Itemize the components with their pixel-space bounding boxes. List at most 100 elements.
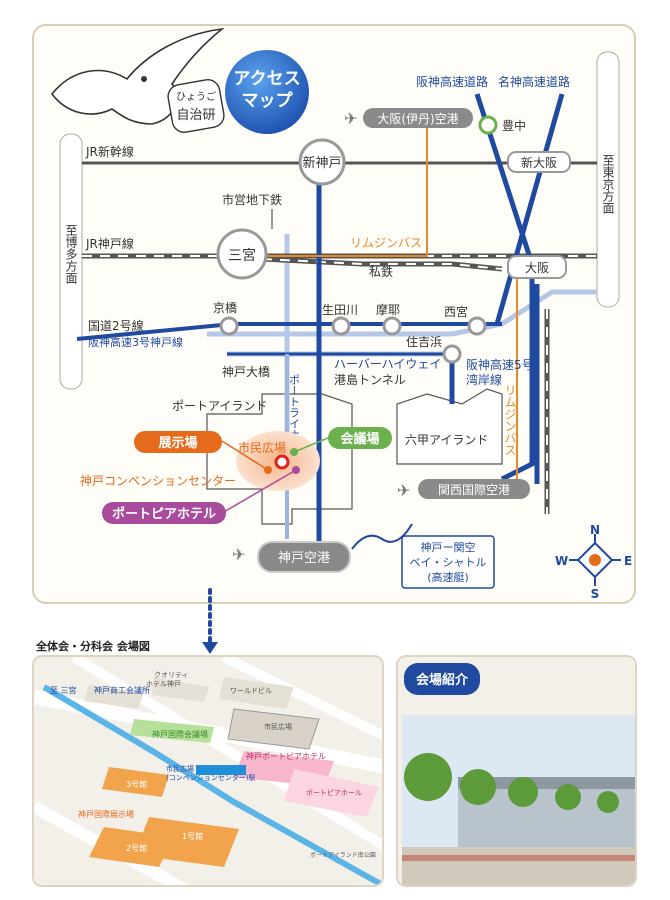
hall1-label: 1号館 [182, 831, 203, 841]
exhibition-label: 展示場 [158, 435, 197, 451]
hotel-badge [102, 502, 226, 524]
maya-label: 摩耶 [376, 302, 400, 317]
compass-w: W [555, 554, 568, 568]
shimin-hiroba-building [227, 708, 320, 750]
rokko-island-outline [396, 388, 503, 465]
toyonaka-label: 豊中 [502, 118, 526, 133]
limousine-bus-label: リムジンバス [350, 236, 422, 250]
harbor-highway-label-1: ハーバーハイウェイ [334, 357, 441, 371]
nishinomiya-label: 西宮 [444, 304, 468, 319]
intl-exhibit-label: 神戸国際展示場 [78, 809, 134, 819]
conference-badge [328, 427, 392, 449]
airplane-icon-kobe: ✈ [232, 545, 245, 564]
meishin-label: 名神高速道路 [498, 74, 570, 89]
nishinomiya-station-marker [467, 316, 487, 336]
exhibition-badge [134, 431, 222, 453]
sannomiya-label: 三宮 [228, 248, 256, 264]
station-label-1: 市民広場 [166, 764, 194, 773]
venue-map-frame: クオリティ ホテル神戸 至 三宮 神戸商工会議所 ワールドビル 市民広場 神戸国… [32, 655, 384, 887]
hanshin-expy-label: 阪神高速道路 [416, 74, 488, 89]
private-rail-dash [261, 258, 503, 270]
world-building [219, 677, 294, 709]
kobe-airport-label: 神戸空港 [278, 551, 330, 566]
shuttle-line3: (高速艇) [427, 570, 469, 584]
to-hakata-panel [59, 133, 83, 390]
meishin-expressway-line [494, 93, 565, 325]
hall2-label: 2号館 [126, 843, 147, 853]
itami-airport-badge [363, 108, 473, 128]
map-title-line1: アクセス [233, 69, 300, 89]
portopia-hall-label: ポートピアホール [306, 789, 362, 797]
compass-e: E [624, 554, 632, 568]
shinkobe-label: 新神戸 [302, 155, 341, 171]
bird-eye-icon [141, 76, 147, 82]
kyobashi-station-marker [219, 316, 239, 336]
access-map-title-badge [225, 50, 309, 134]
subway-label: 市営地下鉄 [222, 192, 282, 207]
conference-label: 会議場 [340, 431, 379, 447]
portopia-hotel-label: 神戸ポートピアホテル [246, 751, 326, 761]
map-title-line2: マップ [242, 90, 294, 111]
harbor-highway-label-2: 港島トンネル [334, 372, 406, 387]
chamber-label: 神戸商工会議所 [94, 685, 150, 695]
rokko-island-label: 六甲アイランド [405, 433, 488, 447]
shuttle-line2: ベイ・シャトル [410, 556, 487, 569]
compass-s: S [591, 587, 600, 601]
shuttle-line1: 神戸ー関空 [421, 540, 476, 554]
quality-hotel-label-2: ホテル神戸 [146, 679, 181, 688]
access-map: アクセス マップ ひょうご 自治研 阪神高速道路 名神高速道路 ✈ 大阪(伊丹)… [50, 27, 632, 601]
to-sannomiya-label: 至 三宮 [50, 685, 77, 695]
bird-icon [50, 27, 225, 125]
park-label: ポートアイランド南公園 [310, 851, 376, 859]
toyonaka-station-marker [478, 115, 498, 135]
station-marker [196, 765, 246, 775]
port-island-outline [206, 393, 353, 525]
kansai-airport-label: 関西国際空港 [438, 483, 510, 497]
to-tokyo-label: 至東京方面 [601, 154, 615, 214]
shimin-hiroba-station-marker [274, 454, 290, 470]
quality-hotel-label-1: クオリティ [154, 671, 189, 679]
convention-center-label: 神戸コンベンションセンター [80, 474, 236, 488]
sumiyoshihama-station-marker [442, 344, 462, 364]
station-label-2: (コンベンションセンター)駅 [166, 773, 255, 782]
airplane-icon-kansai: ✈ [397, 481, 410, 500]
port-liner-track [42, 684, 382, 885]
hall3-building [102, 767, 169, 797]
ikutagawa-label: 生田川 [322, 303, 358, 317]
itami-airport-label: 大阪(伊丹)空港 [377, 112, 458, 126]
kansai-airport-badge [418, 479, 530, 499]
hanshin3-label: 阪神高速3号神戸線 [88, 335, 183, 349]
venue-photo: 会場紹介 [398, 657, 635, 885]
compass-n: N [590, 523, 600, 537]
port-liner-label: ポートライナー [288, 374, 301, 451]
shimin-hiroba-bldg-label: 市民広場 [264, 722, 292, 731]
route2-label: 国道2号線 [88, 318, 144, 333]
to-tokyo-panel [596, 51, 620, 308]
logo-text-line1: ひょうご [176, 90, 216, 103]
chamber-building [84, 685, 144, 709]
venue-map-title: 全体会・分科会 会場図 [36, 640, 150, 653]
venue-map: クオリティ ホテル神戸 至 三宮 神戸商工会議所 ワールドビル 市民広場 神戸国… [34, 657, 382, 885]
shimin-hiroba-label: 市民広場 [238, 440, 286, 455]
maya-station-marker [382, 316, 402, 336]
hanshin5-label-1: 阪神高速5号 [466, 357, 534, 372]
osaka-badge [507, 255, 567, 279]
logo-text-line2: 自治研 [176, 108, 215, 123]
airplane-icon-itami: ✈ [344, 109, 357, 128]
bird-logo [50, 27, 225, 125]
quality-hotel-building [152, 677, 209, 702]
intl-conf-label: 神戸国際会議場 [152, 729, 208, 739]
venue-intro-badge [404, 663, 480, 695]
shinkobe-station-marker [298, 138, 346, 186]
limousine-bus-vertical-label: リムジンバス [503, 384, 517, 456]
portopia-hall-building [284, 769, 379, 817]
sannomiya-station-marker [216, 228, 268, 280]
bay-shuttle-box [401, 535, 495, 589]
world-bldg-label: ワールドビル [230, 686, 272, 695]
hotel-label: ポートピアホテル [112, 506, 216, 522]
ikutagawa-station-marker [331, 316, 351, 336]
venue-photo-frame: 会場紹介 [396, 655, 637, 887]
intl-conference-building [130, 719, 214, 743]
to-hakata-label: 至博多方面 [64, 224, 78, 284]
sumiyoshihama-label: 住吉浜 [406, 335, 442, 349]
